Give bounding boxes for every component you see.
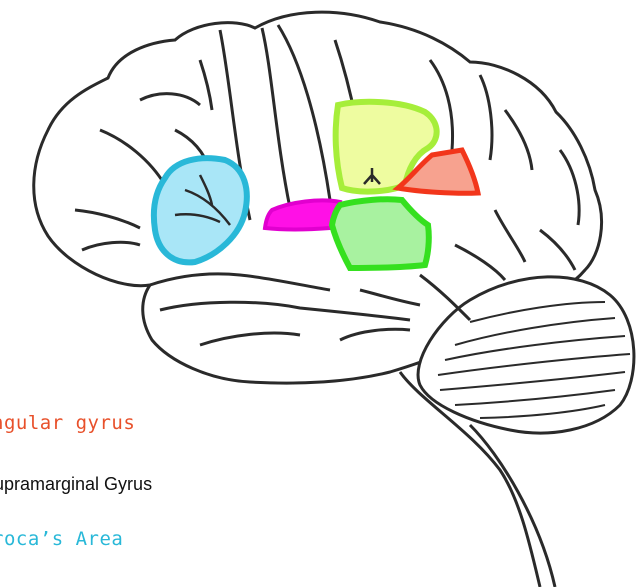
angular-gyrus-label: ngular gyrus [0, 412, 135, 434]
supramarginal-gyrus-label: upramarginal Gyrus [0, 474, 152, 495]
temporal-gyrus-region [332, 199, 429, 268]
brocas-area-label: roca’s Area [0, 528, 123, 550]
